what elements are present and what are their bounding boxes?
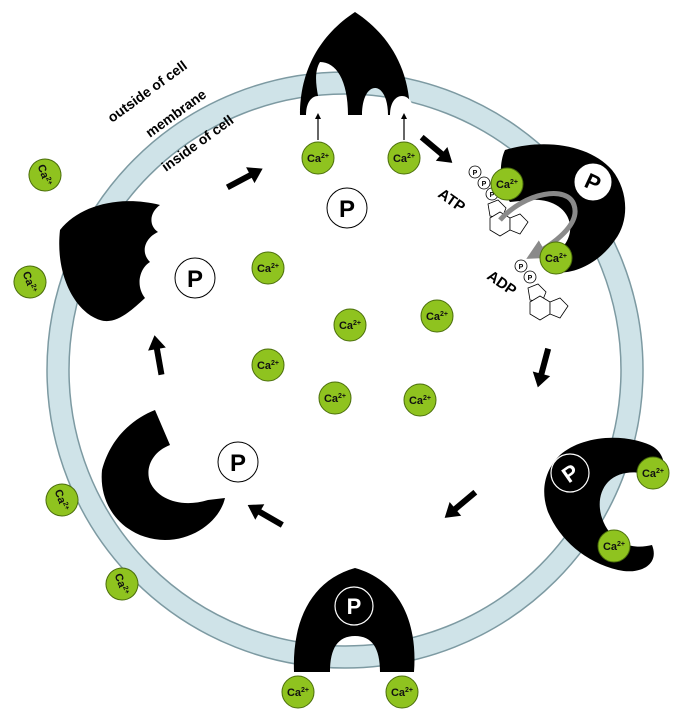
phosphate-label: P (339, 196, 355, 223)
calcium-ion-icon: Ca2+ (105, 567, 139, 601)
phosphate-transfer-arrow (498, 191, 578, 259)
calcium-ion-icon: Ca2+ (28, 158, 62, 192)
calcium-ion-label: Ca2+ (603, 541, 625, 553)
cycle-arrow-icon (247, 504, 284, 528)
cycle-arrow-icon (148, 335, 166, 376)
calcium-ion-icon: Ca2+ (301, 141, 335, 175)
phosphate-group-icon (217, 441, 259, 483)
pump-bottom-left (101, 410, 225, 540)
calcium-ions: Ca2+ Ca2+ Ca2+ Ca2+ Ca2+ Ca2+ Ca2+ Ca2+ Ca2+ Ca2+… (13, 141, 670, 709)
calcium-ion-icon: Ca2+ (45, 483, 79, 517)
calcium-ion-icon: Ca2+ (13, 265, 47, 299)
free-phosphates: P P P (174, 187, 368, 483)
pump-release-outside: P (544, 437, 664, 572)
phosphate-group-icon (326, 187, 368, 229)
svg-text:P: P (519, 264, 524, 271)
calcium-ion-icon: Ca2+ (636, 456, 670, 490)
phosphate-group-icon (550, 453, 590, 493)
pump-bottom: P (293, 568, 415, 672)
calcium-ion-label: Ca2+ (426, 311, 448, 323)
calcium-ion-label: Ca2+ (393, 153, 415, 165)
calcium-ion-label: Ca2+ (642, 468, 664, 480)
pump-protein-icon (300, 12, 410, 115)
cycle-arrows (148, 134, 552, 528)
calcium-ion-label: Ca2+ (307, 153, 329, 165)
calcium-ion-icon: Ca2+ (403, 383, 437, 417)
calcium-ion-label: Ca2+ (52, 488, 71, 513)
calcium-ion-label: Ca2+ (257, 360, 279, 372)
calcium-ion-icon: Ca2+ (539, 241, 573, 275)
calcium-ion-icon: Ca2+ (490, 167, 524, 201)
calcium-ion-icon: Ca2+ (597, 529, 631, 563)
pump-open-inside (59, 201, 160, 322)
calcium-ion-icon: Ca2+ (281, 675, 315, 709)
calcium-ion-icon: Ca2+ (420, 299, 454, 333)
calcium-ion-label: Ca2+ (20, 270, 39, 295)
calcium-ion-label: Ca2+ (409, 395, 431, 407)
calcium-ion-label: Ca2+ (545, 253, 567, 265)
cycle-arrow-icon (225, 167, 263, 191)
calcium-ion-icon: Ca2+ (251, 251, 285, 285)
calcium-ion-label: Ca2+ (35, 163, 54, 188)
calcium-ion-label: Ca2+ (391, 687, 413, 699)
phosphate-group-icon (174, 257, 216, 299)
pump-protein-icon (59, 201, 160, 322)
calcium-ion-icon: Ca2+ (385, 675, 419, 709)
phosphate-label: P (187, 266, 203, 293)
calcium-ion-label: Ca2+ (112, 572, 131, 597)
phosphate-label: P (230, 450, 246, 477)
cycle-arrow-icon (419, 134, 453, 163)
calcium-ion-icon: Ca2+ (318, 381, 352, 415)
calcium-ion-label: Ca2+ (496, 179, 518, 191)
svg-text:P: P (528, 275, 533, 282)
calcium-ion-label: Ca2+ (339, 320, 361, 332)
cycle-arrow-icon (532, 347, 552, 388)
pump-atp-binding: P (500, 144, 626, 273)
calcium-ion-label: Ca2+ (287, 687, 309, 699)
calcium-ion-icon: Ca2+ (333, 308, 367, 342)
calcium-ion-label: Ca2+ (257, 263, 279, 275)
cycle-arrow-icon (444, 489, 478, 518)
calcium-ion-icon: Ca2+ (251, 348, 285, 382)
svg-text:P: P (482, 181, 487, 188)
calcium-ion-icon: Ca2+ (387, 141, 421, 175)
phosphate-label: P (347, 594, 362, 619)
phosphate-group-icon (573, 162, 613, 202)
svg-text:P: P (490, 192, 495, 199)
svg-text:P: P (473, 170, 478, 177)
adp-molecule-icon: P P (514, 259, 569, 321)
pump-open-outside (300, 12, 414, 140)
calcium-ion-label: Ca2+ (324, 393, 346, 405)
phosphate-group-icon (334, 586, 374, 626)
pump-protein-icon (101, 410, 225, 540)
